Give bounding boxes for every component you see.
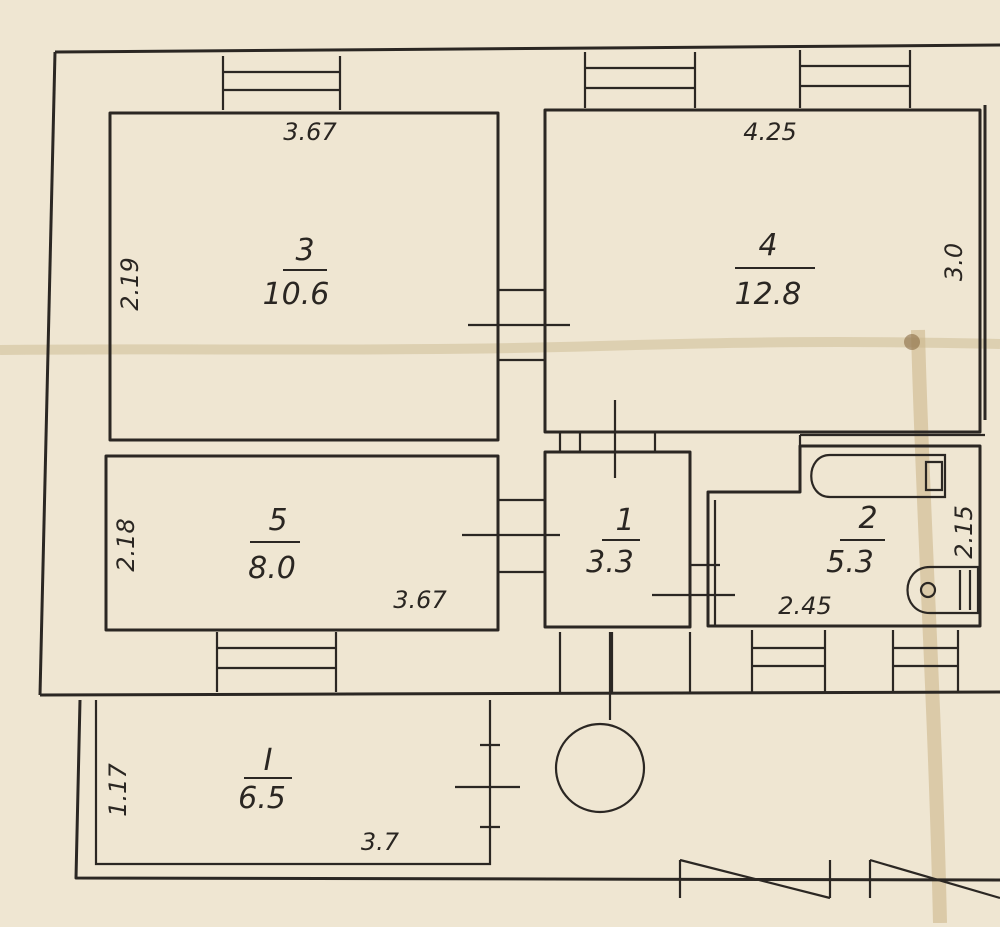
corridor-wall [468,110,570,440]
room-4-number: 4 [758,228,777,263]
room-2-number: 2 [858,501,877,536]
room-1-number: 1 [615,503,634,538]
door-room-1 [578,400,657,478]
window-top-left [221,56,342,110]
room-3-number: 3 [295,233,314,268]
window-top-right [798,50,912,108]
outer-walls [38,43,1000,697]
paper-fold-marks [0,329,1000,924]
window-bottom-left [215,632,338,692]
door-room-2 [652,500,735,626]
room-3-width: 3.67 [283,118,337,146]
room-I-width: 3.7 [361,828,400,856]
room-3-area: 10.6 [263,277,330,312]
well-circle [554,722,646,814]
room-2-outline [706,444,982,628]
room-5-area: 8.0 [248,551,296,586]
window-top-mid [583,52,697,108]
stairs-lines [558,632,692,692]
room-1-area: 3.3 [586,545,634,580]
room-I-area: 6.5 [238,781,286,816]
room-4-width: 4.25 [743,118,796,146]
room-I-number: I [264,743,273,778]
room-5-height: 2.18 [112,518,140,571]
room-2-inner-wall [558,432,985,452]
room-5-number: 5 [268,503,287,538]
veranda-walls [74,632,1000,882]
room-5-outline [104,454,500,632]
door-room-5 [462,498,560,574]
room-3-height: 2.19 [116,257,144,310]
room-2-height: 2.15 [950,505,978,558]
room-1-outline [543,450,692,629]
room-2-area: 5.3 [826,545,874,580]
room-2-width: 2.45 [778,592,831,620]
room-4-area: 12.8 [735,277,802,312]
porch-steps [678,858,1000,900]
room-5-width: 3.67 [393,586,447,614]
window-bottom-right [891,630,960,692]
room-4-height: 3.0 [940,243,968,281]
room-I-height: 1.17 [104,763,132,817]
window-bottom-mid [750,630,827,692]
bathtub-fixture [810,453,947,499]
sink-fixture [906,565,980,615]
